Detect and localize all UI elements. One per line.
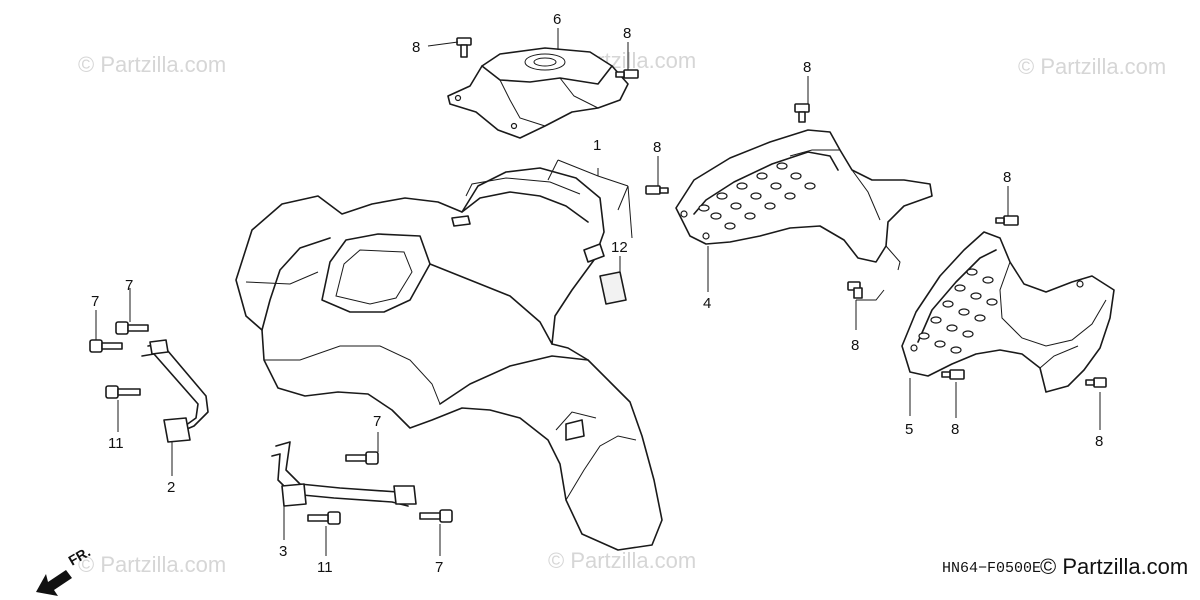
callout-3: 3	[279, 543, 287, 560]
bolt-11-part3[interactable]	[307, 511, 341, 525]
callout-7-part2-lower: 7	[91, 293, 99, 310]
part-4-footrest-guard[interactable]	[675, 129, 933, 271]
callout-11-part2: 11	[108, 435, 124, 452]
watermark-top-left: © Partzilla.com	[78, 52, 226, 77]
bolt-8-part5-bottom-left[interactable]	[941, 369, 965, 380]
bolt-8-part4-left[interactable]	[645, 185, 669, 195]
bolt-7-part2-upper[interactable]	[115, 321, 149, 335]
callout-8-part5-bottom-left: 8	[951, 421, 959, 438]
bolt-8-part5-bottom-right[interactable]	[1085, 377, 1107, 388]
bolt-7-part2-lower[interactable]	[89, 339, 123, 353]
bolt-11-part2[interactable]	[105, 385, 141, 399]
part-1-front-fender[interactable]	[235, 167, 663, 551]
bolt-7-part3-upper[interactable]	[345, 451, 379, 465]
leader-lines	[95, 28, 1101, 556]
bolt-8-part4-bottom[interactable]	[847, 281, 863, 299]
callout-2: 2	[167, 479, 175, 496]
bolt-8-top-left[interactable]	[456, 37, 472, 58]
brand-watermark: © Partzilla.com	[1040, 554, 1188, 579]
watermark-bottom-left: © Partzilla.com	[78, 552, 226, 577]
callout-5: 5	[905, 421, 913, 438]
bolt-8-top-right[interactable]	[615, 69, 639, 79]
diagram-code: HN64−F0500E	[942, 560, 1041, 577]
callout-8-top-left: 8	[412, 39, 420, 56]
callout-6: 6	[553, 11, 561, 28]
callout-8-part4-left: 8	[653, 139, 661, 156]
callout-8-part5-bottom-right: 8	[1095, 433, 1103, 450]
watermark-top-right: © Partzilla.com	[1018, 54, 1166, 79]
callout-7-part3-upper: 7	[373, 413, 381, 430]
callout-7-part2-upper: 7	[125, 277, 133, 294]
callout-7-part3-lower: 7	[435, 559, 443, 576]
part-5-footrest-guard[interactable]	[901, 231, 1115, 393]
callout-12: 12	[611, 239, 628, 256]
bolt-8-part4-top[interactable]	[794, 103, 810, 123]
callout-1: 1	[593, 137, 601, 154]
callout-11-part3: 11	[317, 559, 333, 576]
bolt-7-part3-lower[interactable]	[419, 509, 453, 523]
part-6-cover[interactable]	[447, 47, 629, 139]
part-3-stay-bracket[interactable]	[271, 441, 417, 507]
part-12-sticker[interactable]	[599, 271, 627, 305]
bolt-8-part5-top[interactable]	[995, 215, 1019, 226]
part-2-stay-bracket[interactable]	[141, 339, 209, 443]
callout-8-part4-bottom: 8	[851, 337, 859, 354]
watermark-bottom-center: © Partzilla.com	[548, 548, 696, 573]
callout-8-top-right: 8	[623, 25, 631, 42]
callout-8-part5-top: 8	[1003, 169, 1011, 186]
callout-8-part4-top: 8	[803, 59, 811, 76]
callout-4: 4	[703, 295, 711, 312]
